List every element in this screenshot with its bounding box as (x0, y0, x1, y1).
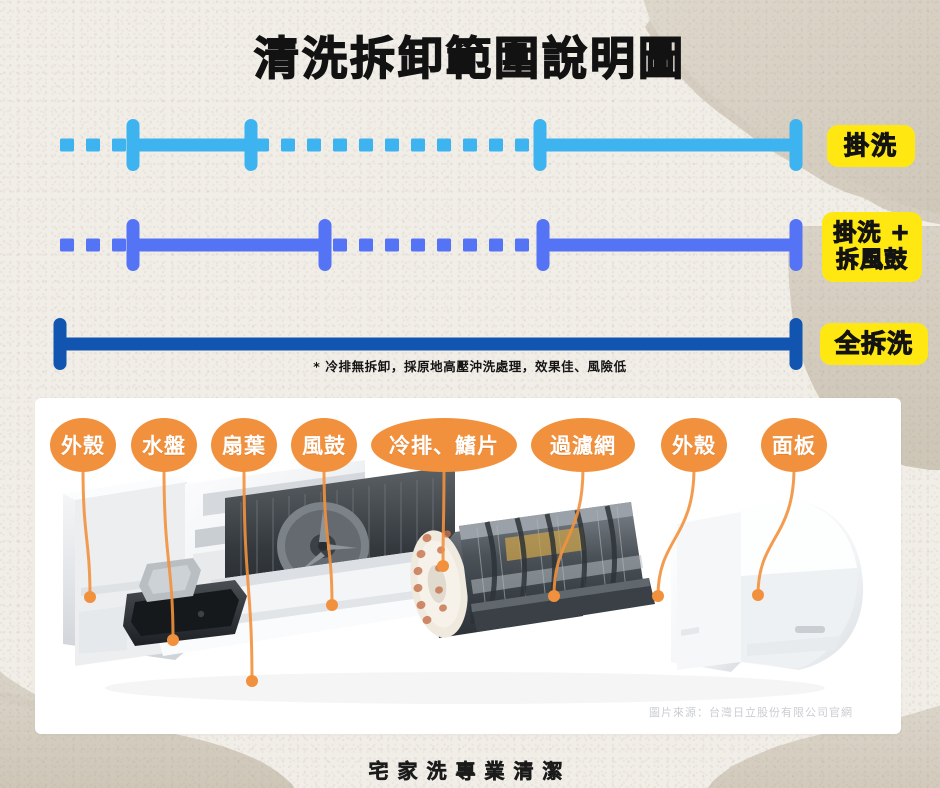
footnote-text: * 冷排無拆卸，採原地高壓沖洗處理，效果佳、風險低 (313, 359, 627, 374)
callout-line (656, 466, 696, 598)
callout-line (552, 466, 585, 598)
callout-pill-3: 扇葉 (211, 418, 277, 472)
callout-pill-label: 外殼 (672, 434, 716, 458)
callout-dot (246, 675, 258, 687)
callout-dot (548, 590, 560, 602)
callout-dot (167, 634, 179, 646)
callout-line (162, 466, 175, 642)
callout-pill-6: 過濾網 (531, 418, 635, 472)
callout-dot (752, 589, 764, 601)
callout-pill-label: 風鼓 (302, 434, 346, 458)
art-front-cover (671, 504, 741, 672)
callout-pill-label: 外殼 (61, 434, 105, 458)
callout-line (322, 466, 334, 607)
callout-pill-label: 過濾網 (550, 434, 616, 458)
callout-pill-7: 外殼 (661, 418, 727, 472)
page-title: 清洗拆卸範圍說明圖 (253, 31, 686, 86)
callout-pill-label: 冷排、鰭片 (389, 434, 499, 458)
callout-pill-label: 扇葉 (222, 434, 266, 458)
callout-pill-1: 外殼 (50, 418, 116, 472)
callout-pill-8: 面板 (761, 418, 827, 472)
callout-line (242, 466, 254, 683)
callout-dot (652, 590, 664, 602)
callout-dot (84, 591, 96, 603)
product-photo (35, 398, 901, 734)
callout-pill-2: 水盤 (131, 418, 197, 472)
callout-pill-4: 風鼓 (291, 418, 357, 472)
footer-brand: 宅家洗專業清潔 (368, 759, 572, 784)
exploded-air-conditioner-illustration (63, 460, 864, 704)
callout-pill-5: 冷排、鰭片 (371, 418, 517, 472)
callout-pill-label: 水盤 (142, 434, 186, 458)
callout-dot (437, 560, 449, 572)
callout-dot (326, 599, 338, 611)
callout-line (81, 466, 92, 599)
callout-line (756, 466, 796, 597)
callout-line (441, 466, 446, 568)
callout-pill-label: 面板 (772, 434, 816, 458)
